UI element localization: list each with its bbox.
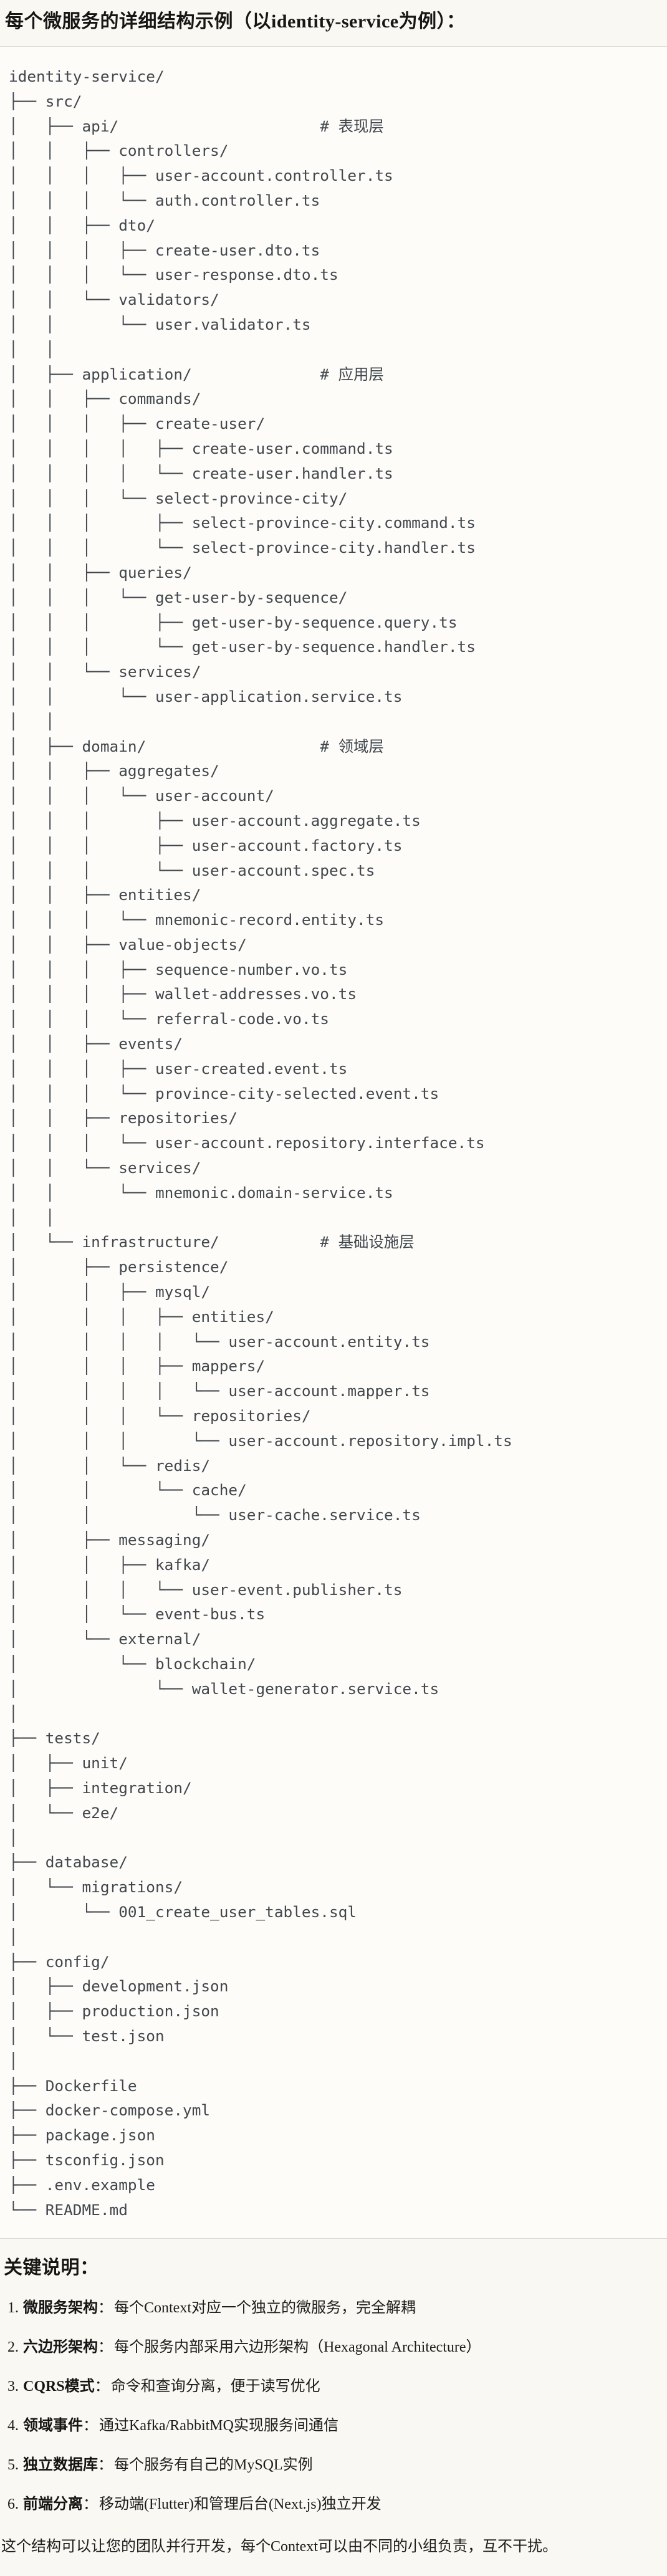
note-number: 1. (7, 2300, 19, 2317)
note-term: 六边形架构 (23, 2339, 98, 2356)
note-item-microservice: 1.微服务架构：每个Context对应一个独立的微服务，完全解耦 (7, 2297, 667, 2319)
note-desc: 每个Context对应一个独立的微服务，完全解耦 (114, 2300, 416, 2317)
note-desc: 命令和查询分离，便于读写优化 (110, 2378, 320, 2395)
notes-heading: 关键说明： (4, 2258, 99, 2279)
document-page: 每个微服务的详细结构示例（以identity-service为例）： ident… (0, 10, 667, 2557)
directory-tree: identity-service/ ├── src/ │ ├── api/ # … (9, 67, 512, 2219)
note-desc: 每个服务有自己的MySQL实例 (114, 2457, 313, 2474)
page-title: 每个微服务的详细结构示例（以identity-service为例）： (5, 11, 466, 32)
note-number: 4. (7, 2418, 19, 2435)
note-desc: 每个服务内部采用六边形架构（Hexagonal Architecture） (114, 2339, 481, 2356)
note-item-hexagonal: 2.六边形架构：每个服务内部采用六边形架构（Hexagonal Architec… (7, 2337, 667, 2358)
note-desc: 通过Kafka/RabbitMQ实现服务间通信 (99, 2418, 338, 2435)
note-item-domain-events: 4.领域事件：通过Kafka/RabbitMQ实现服务间通信 (7, 2415, 667, 2436)
note-term: 微服务架构 (23, 2300, 98, 2317)
note-item-cqrs: 3.CQRS模式：命令和查询分离，便于读写优化 (7, 2376, 667, 2397)
note-term: 前端分离 (23, 2496, 83, 2513)
note-colon: ： (83, 2418, 98, 2435)
closing-paragraph: 这个结构可以让您的团队并行开发，每个Context可以由不同的小组负责，互不干扰… (1, 2539, 557, 2555)
note-desc: 移动端(Flutter)和管理后台(Next.js)独立开发 (99, 2496, 381, 2513)
note-colon: ： (98, 2339, 113, 2356)
note-number: 5. (7, 2457, 19, 2474)
note-colon: ： (94, 2378, 110, 2395)
note-term: 领域事件 (23, 2418, 83, 2435)
note-term: CQRS模式 (23, 2378, 95, 2395)
note-number: 3. (7, 2378, 19, 2395)
code-block: identity-service/ ├── src/ │ ├── api/ # … (0, 46, 667, 2239)
note-term: 独立数据库 (23, 2457, 98, 2474)
note-colon: ： (98, 2300, 113, 2317)
note-item-database: 5.独立数据库：每个服务有自己的MySQL实例 (7, 2454, 667, 2476)
notes-list: 1.微服务架构：每个Context对应一个独立的微服务，完全解耦 2.六边形架构… (0, 2297, 667, 2515)
note-colon: ： (83, 2496, 98, 2513)
note-item-frontend: 6.前端分离：移动端(Flutter)和管理后台(Next.js)独立开发 (7, 2494, 667, 2515)
note-number: 6. (7, 2496, 19, 2513)
note-number: 2. (7, 2339, 19, 2356)
note-colon: ： (98, 2457, 113, 2474)
